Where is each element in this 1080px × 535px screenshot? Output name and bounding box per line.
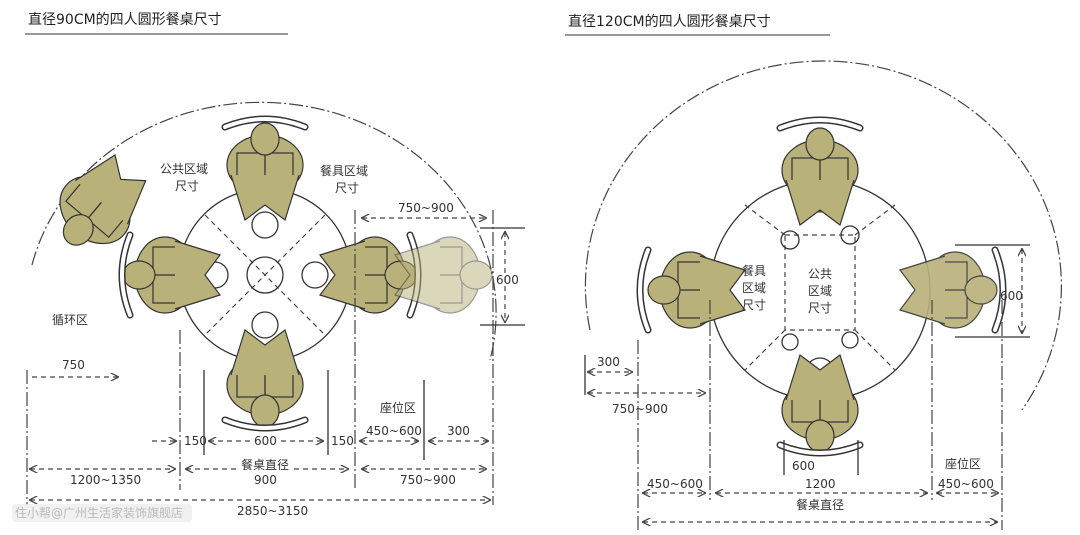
label-seating: 座位区 bbox=[945, 456, 981, 471]
dim-1200: 1200 bbox=[805, 477, 836, 491]
person-bottom-icon bbox=[226, 329, 304, 428]
dim-600: 600 bbox=[792, 459, 815, 473]
watermark: 住小帮@广州生活家装饰旗舰店 bbox=[15, 505, 183, 520]
label-public-area: 公共区域 bbox=[160, 162, 208, 176]
label-tableware-3: 尺寸 bbox=[742, 298, 766, 312]
dim-450-600-left: 450~600 bbox=[647, 477, 703, 491]
dim-450-600: 450~600 bbox=[366, 424, 422, 438]
dim-300: 300 bbox=[597, 355, 620, 369]
label-tableware-area-2: 尺寸 bbox=[335, 181, 359, 195]
label-public-3: 尺寸 bbox=[808, 301, 832, 315]
person-left-icon bbox=[647, 251, 746, 329]
dim-900: 900 bbox=[254, 473, 277, 487]
person-pulled-back-icon bbox=[394, 236, 493, 314]
person-top-icon bbox=[781, 127, 859, 226]
dim-1200-1350: 1200~1350 bbox=[70, 473, 141, 487]
person-left-icon bbox=[122, 236, 221, 314]
label-table-diameter: 餐桌直径 bbox=[241, 457, 289, 472]
label-tableware-2: 区域 bbox=[742, 281, 766, 295]
dim-600-side: 600 bbox=[1000, 289, 1023, 303]
label-tableware-1: 餐具 bbox=[742, 263, 766, 278]
dim-150-left: 150 bbox=[184, 434, 207, 448]
right-diagram: 直径120CM的四人圆形餐桌尺寸 餐具 区域 尺寸 公共 区域 尺寸 座位区 bbox=[565, 13, 1062, 530]
dim-450-600-right: 450~600 bbox=[938, 477, 994, 491]
dim-600: 600 bbox=[254, 434, 277, 448]
label-table-diameter: 餐桌直径 bbox=[796, 497, 844, 512]
person-right-icon bbox=[899, 251, 998, 329]
dim-150-right: 150 bbox=[331, 434, 354, 448]
dim-300: 300 bbox=[447, 424, 470, 438]
left-title: 直径90CM的四人圆形餐桌尺寸 bbox=[28, 11, 222, 28]
dim-750-900: 750~900 bbox=[400, 473, 456, 487]
right-title: 直径120CM的四人圆形餐桌尺寸 bbox=[568, 13, 771, 30]
label-public-2: 区域 bbox=[808, 284, 832, 298]
dim-600-side: 600 bbox=[496, 273, 519, 287]
circulation-circle bbox=[584, 60, 1062, 411]
label-public-1: 公共 bbox=[808, 267, 832, 281]
label-tableware-area: 餐具区域 bbox=[320, 163, 368, 178]
person-right-icon bbox=[319, 236, 418, 314]
person-bottom-icon bbox=[781, 354, 859, 453]
label-seating: 座位区 bbox=[380, 400, 416, 415]
dim-750: 750 bbox=[62, 358, 85, 372]
person-top-icon bbox=[226, 122, 304, 221]
dim-750-900: 750~900 bbox=[612, 402, 668, 416]
dim-750-900-top: 750~900 bbox=[398, 201, 454, 215]
label-circulation: 循环区 bbox=[52, 313, 88, 327]
label-public-area-2: 尺寸 bbox=[175, 179, 199, 193]
dim-2850-3150: 2850~3150 bbox=[237, 504, 308, 518]
person-walking-icon bbox=[38, 142, 161, 268]
left-diagram: 直径90CM的四人圆形餐桌尺寸 公共区域 尺寸 餐具区域 尺寸 循环区 座位区 bbox=[25, 11, 525, 518]
